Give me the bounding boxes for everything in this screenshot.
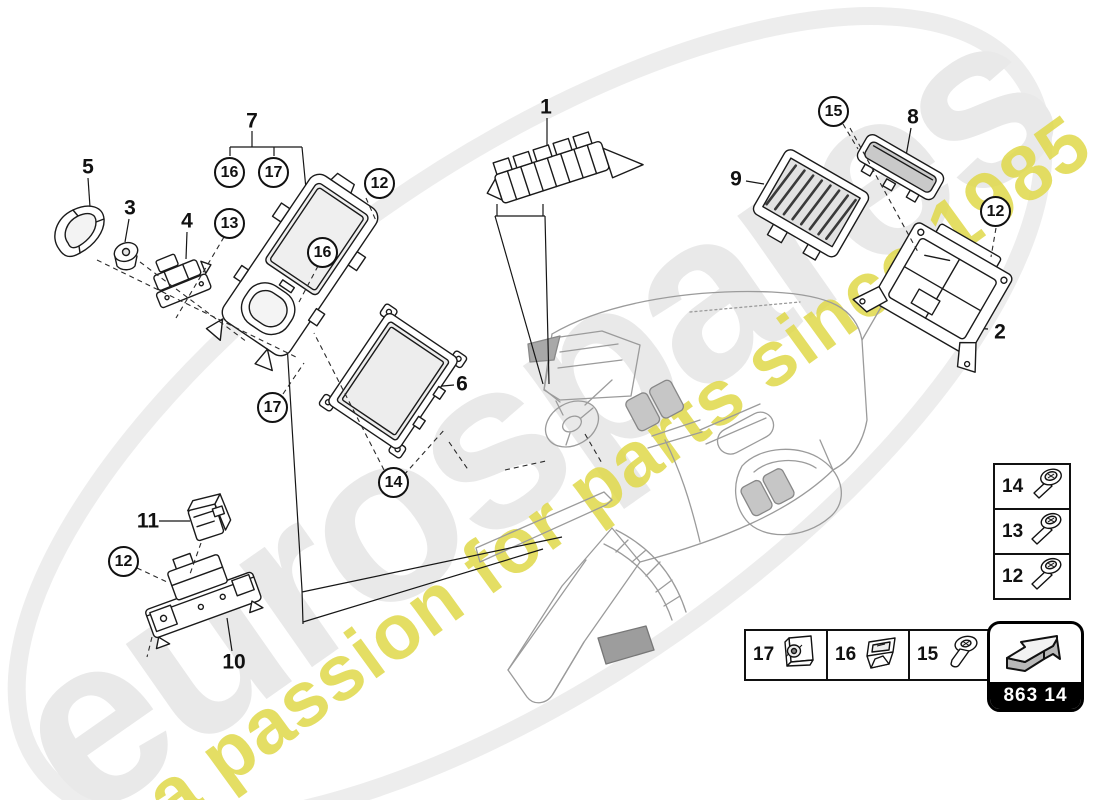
countersunk-screw-icon	[941, 632, 981, 679]
part-callout-11[interactable]: 11	[136, 509, 160, 533]
part-9-vent-grille	[752, 149, 870, 261]
dashboard-sketch	[475, 290, 885, 704]
part-10-switch-carrier	[145, 552, 264, 650]
legend-number: 17	[753, 644, 775, 665]
part-11-switch	[186, 493, 232, 542]
part-3-knob	[113, 241, 139, 271]
fastener-callout-label: 14	[384, 473, 403, 491]
legend-cell-12[interactable]: 12	[995, 555, 1069, 598]
fastener-callout-label: 12	[370, 174, 389, 192]
leader-lines	[87, 118, 989, 652]
fastener-legend-side: 14 13 12	[993, 463, 1071, 600]
fastener-callout-17a[interactable]: 17	[258, 157, 289, 188]
legend-cell-17[interactable]: 17	[746, 631, 828, 679]
legend-number: 16	[835, 644, 857, 665]
part-callout-5[interactable]: 5	[82, 155, 94, 179]
part-callout-9[interactable]: 9	[730, 167, 742, 191]
page-code-label: 863 14	[990, 682, 1081, 709]
page-code-box[interactable]: 863 14	[987, 621, 1084, 712]
fastener-callout-label: 13	[220, 214, 239, 232]
fastener-callout-13[interactable]: 13	[214, 208, 245, 239]
fastener-callout-15[interactable]: 15	[818, 96, 849, 127]
legend-cell-15[interactable]: 15	[910, 631, 990, 679]
legend-number: 13	[1002, 520, 1024, 542]
legend-cell-14[interactable]: 14	[995, 465, 1069, 510]
part-callout-10[interactable]: 10	[222, 650, 246, 674]
part-2-mounting-bracket	[852, 222, 1013, 373]
legend-number: 15	[917, 644, 939, 665]
fastener-callout-12c[interactable]: 12	[980, 196, 1011, 227]
part-callout-6[interactable]: 6	[456, 372, 468, 396]
part-callout-3[interactable]: 3	[124, 196, 136, 220]
legend-cell-13[interactable]: 13	[995, 510, 1069, 555]
fastener-callout-label: 15	[824, 102, 843, 120]
part-6-display-unit	[318, 303, 468, 459]
fastener-callout-label: 17	[264, 163, 283, 181]
part-callout-7[interactable]: 7	[246, 109, 258, 133]
parts-drawings	[54, 131, 1013, 650]
part-callout-4[interactable]: 4	[181, 209, 193, 233]
part-7-console-bezel	[205, 172, 379, 372]
legend-number: 14	[1002, 475, 1024, 497]
fastener-callout-label: 16	[313, 243, 332, 261]
pan-head-screw-icon	[1025, 554, 1065, 599]
pan-head-screw-icon	[1025, 509, 1065, 554]
fastener-callout-16a[interactable]: 16	[214, 157, 245, 188]
fastener-callout-12a[interactable]: 12	[364, 168, 395, 199]
fastener-callout-17b[interactable]: 17	[257, 392, 288, 423]
pan-head-screw-icon	[1025, 464, 1065, 509]
part-callout-1[interactable]: 1	[540, 95, 552, 119]
part-1-switch-bank	[486, 131, 644, 204]
legend-cell-16[interactable]: 16	[828, 631, 910, 679]
dashed-reference-lines	[96, 123, 997, 658]
part-5-trim-ring	[54, 205, 105, 258]
fastener-callout-label: 12	[114, 552, 133, 570]
spring-clip-icon	[859, 632, 901, 679]
fastener-callout-16b[interactable]: 16	[307, 237, 338, 268]
fastener-callout-label: 16	[220, 163, 239, 181]
brand-arrow-icon	[990, 624, 1081, 682]
legend-number: 12	[1002, 565, 1024, 587]
fastener-callout-12b[interactable]: 12	[108, 546, 139, 577]
fastener-callout-label: 17	[263, 398, 282, 416]
fastener-legend-bottom: 17 16	[744, 629, 992, 681]
clip-nut-icon	[777, 632, 817, 679]
part-callout-2[interactable]: 2	[994, 320, 1006, 344]
part-4-switch-module	[153, 253, 212, 309]
part-8-trim-strip	[856, 134, 945, 203]
part-callout-8[interactable]: 8	[907, 105, 919, 129]
fastener-callout-14[interactable]: 14	[378, 467, 409, 498]
fastener-callout-label: 12	[986, 202, 1005, 220]
